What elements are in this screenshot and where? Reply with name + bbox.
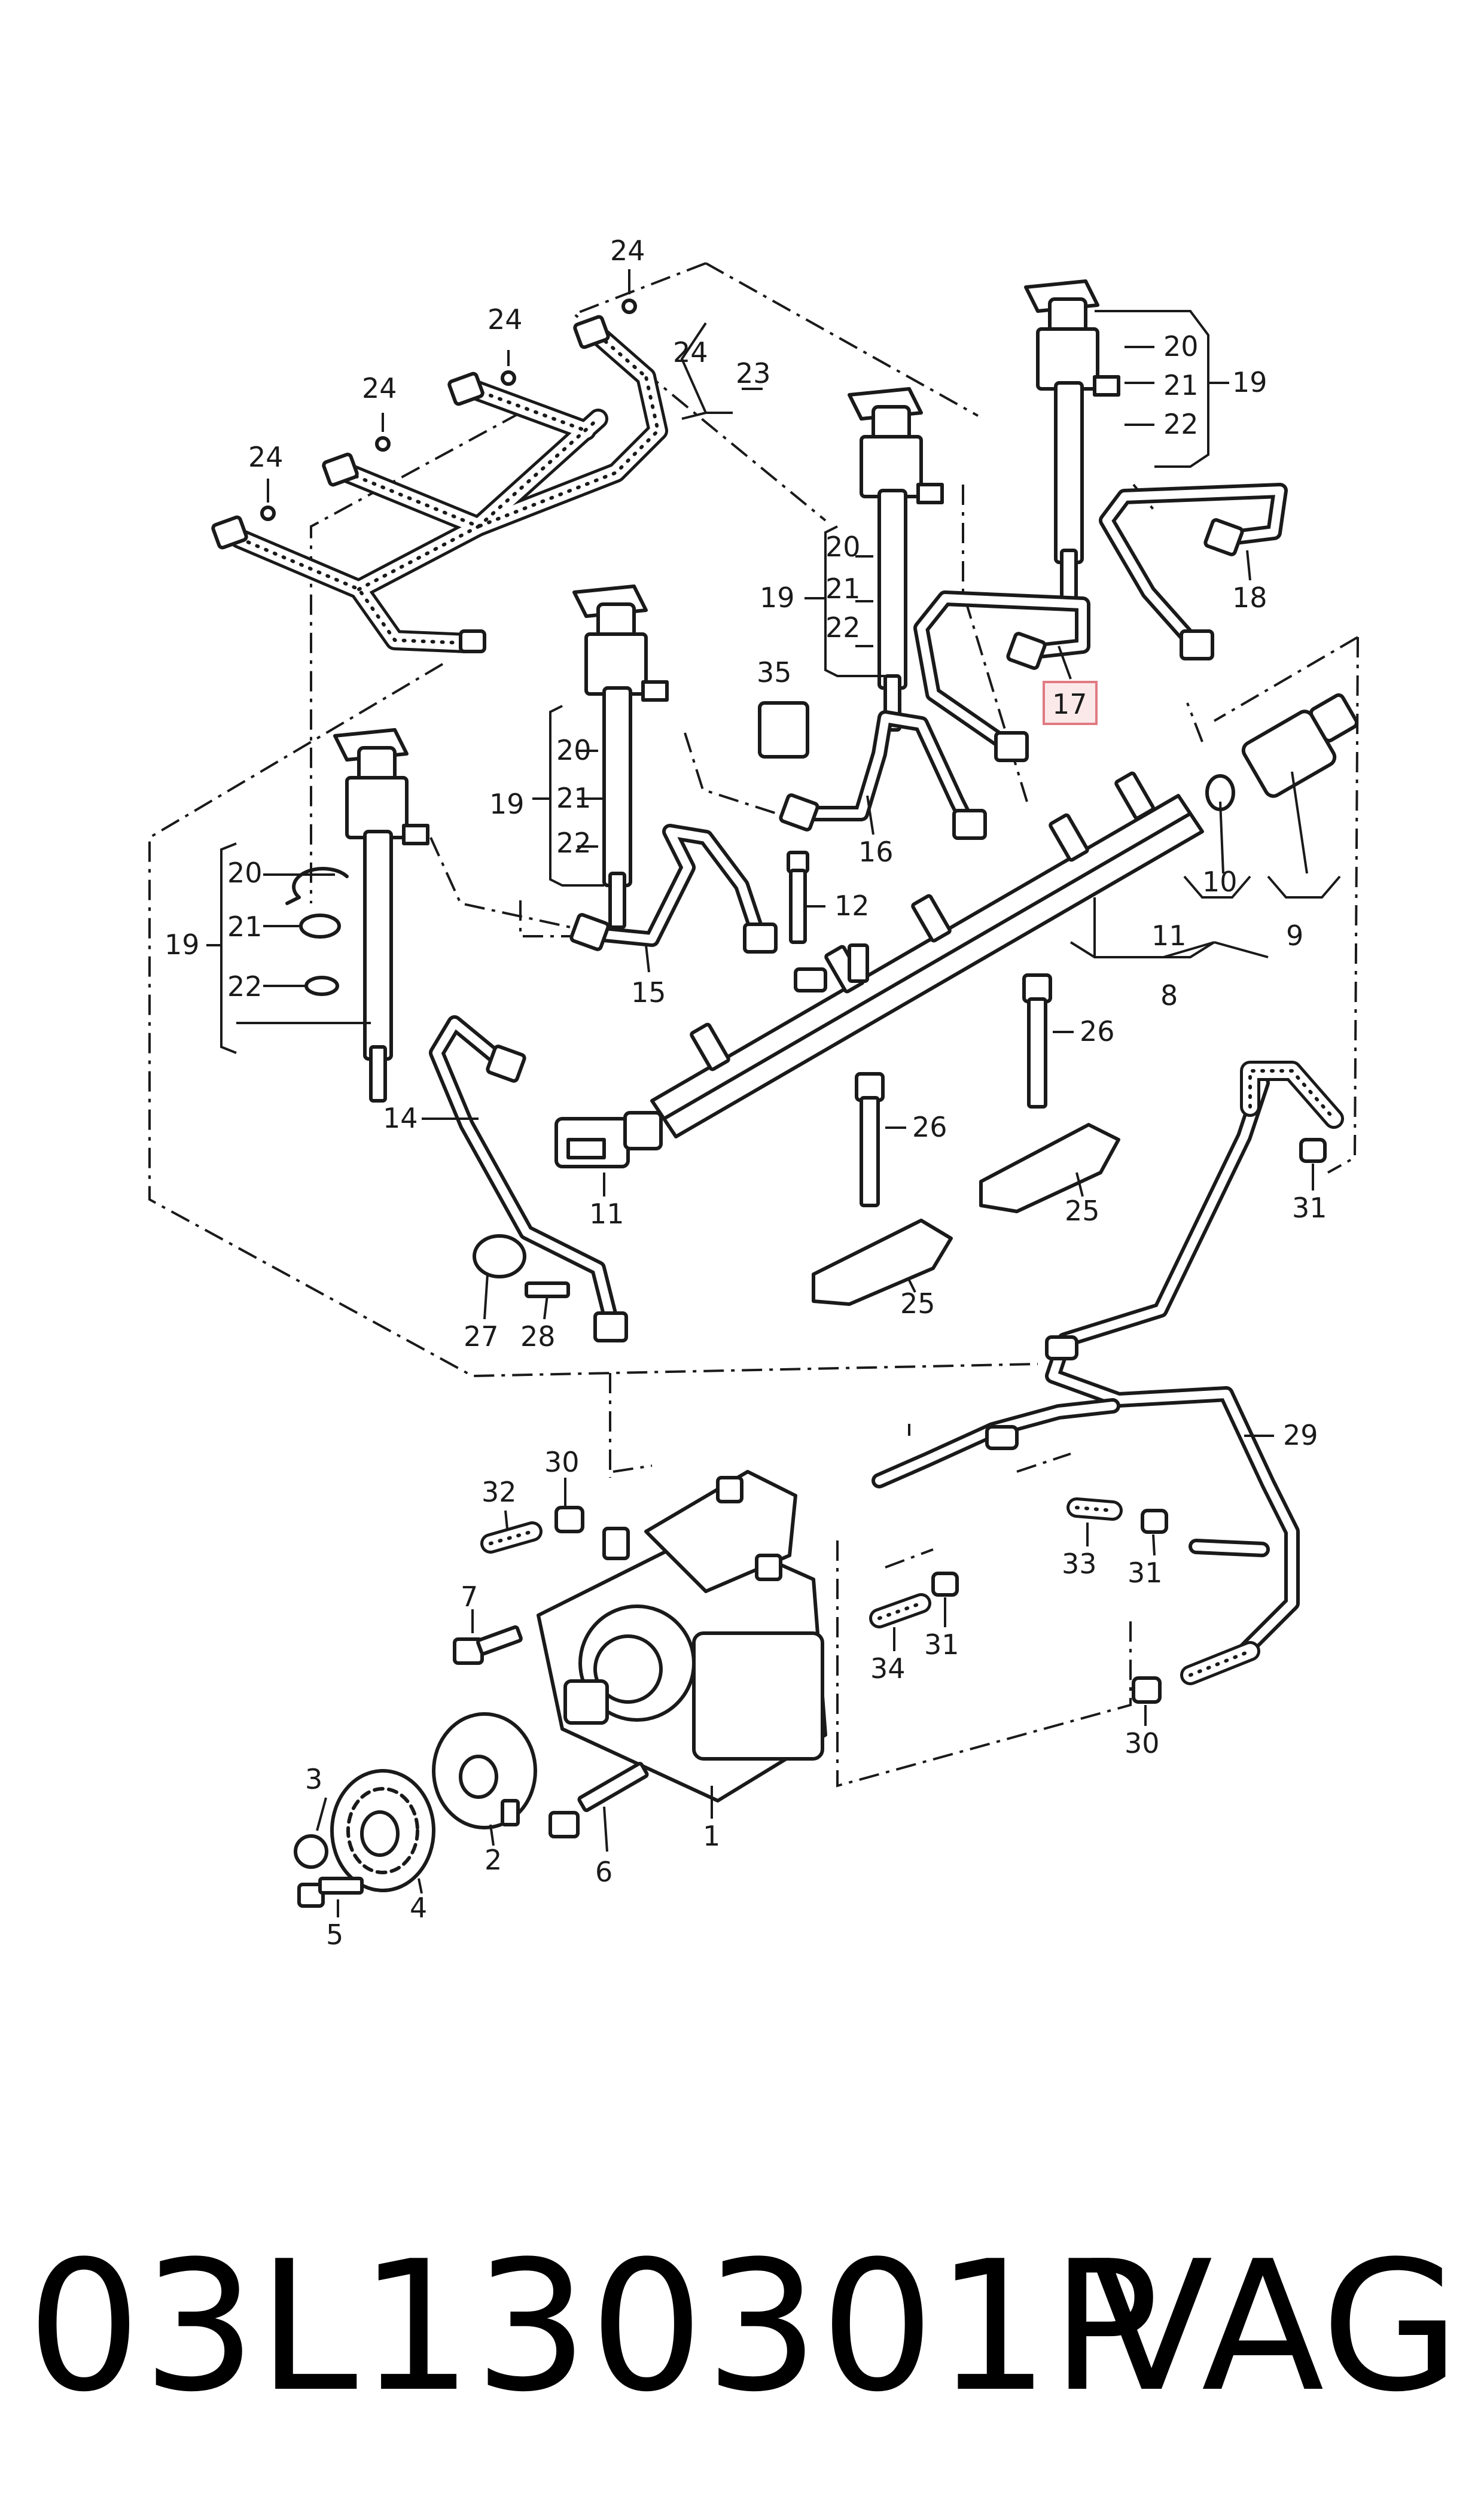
callout-26: 26 bbox=[1080, 1015, 1115, 1048]
callout-4: 4 bbox=[410, 1892, 427, 1924]
part-number: 03L130301P bbox=[27, 2222, 1160, 2431]
callout-25: 25 bbox=[900, 1287, 936, 1320]
callout-19: 19 bbox=[164, 928, 200, 961]
callout-30: 30 bbox=[544, 1446, 580, 1478]
callout-19: 19 bbox=[760, 581, 795, 614]
callout-22: 22 bbox=[1163, 408, 1199, 440]
callout-27: 27 bbox=[464, 1320, 499, 1353]
callout-30: 30 bbox=[1125, 1727, 1160, 1759]
callout-12: 12 bbox=[834, 890, 870, 922]
callout-18: 18 bbox=[1232, 581, 1267, 614]
callout-6: 6 bbox=[595, 1856, 613, 1888]
callout-17-highlight bbox=[1043, 681, 1098, 725]
callout-29: 29 bbox=[1283, 1419, 1318, 1451]
callout-5: 5 bbox=[326, 1919, 343, 1951]
callout-21: 21 bbox=[825, 573, 861, 605]
callout-19: 19 bbox=[489, 788, 525, 820]
callout-24: 24 bbox=[487, 303, 523, 336]
callout-24: 24 bbox=[610, 235, 645, 267]
callout-31: 31 bbox=[924, 1628, 959, 1661]
callout-21: 21 bbox=[227, 911, 263, 943]
callout-9: 9 bbox=[1286, 919, 1303, 952]
callout-1: 1 bbox=[703, 1820, 720, 1852]
callout-21: 21 bbox=[556, 782, 592, 814]
callout-35: 35 bbox=[757, 656, 792, 689]
callout-16: 16 bbox=[858, 836, 894, 868]
callout-20: 20 bbox=[1163, 330, 1199, 363]
callout-24: 24 bbox=[362, 372, 397, 404]
callout-33: 33 bbox=[1062, 1548, 1097, 1580]
leader-lines bbox=[206, 269, 1341, 1917]
callout-31: 31 bbox=[1292, 1192, 1327, 1224]
callout-28: 28 bbox=[520, 1320, 556, 1353]
injector-4 bbox=[1024, 279, 1120, 606]
injector-seals bbox=[285, 867, 349, 996]
callout-34: 34 bbox=[870, 1652, 906, 1685]
callout-2: 2 bbox=[484, 1844, 502, 1876]
callout-19: 19 bbox=[1232, 366, 1267, 398]
callout-20: 20 bbox=[227, 857, 263, 889]
callout-7: 7 bbox=[461, 1581, 478, 1613]
callout-25: 25 bbox=[1065, 1195, 1100, 1227]
injector-2 bbox=[572, 584, 669, 929]
callout-21: 21 bbox=[1163, 369, 1199, 401]
callout-22: 22 bbox=[556, 827, 592, 859]
callout-10: 10 bbox=[1202, 866, 1238, 898]
callout-24: 24 bbox=[248, 441, 284, 473]
callout-8: 8 bbox=[1160, 979, 1178, 1012]
footer: 03L130301P VAG bbox=[0, 2213, 1484, 2465]
brackets-and-bolts bbox=[812, 973, 1120, 1306]
brand-name: VAG bbox=[1090, 2222, 1460, 2431]
connector-35 bbox=[758, 701, 809, 759]
pump-drive-parts bbox=[294, 1625, 649, 1908]
callout-15: 15 bbox=[631, 976, 666, 1009]
callout-23: 23 bbox=[736, 357, 771, 389]
callout-17: 17 bbox=[1052, 688, 1087, 720]
callout-22: 22 bbox=[825, 611, 861, 644]
callout-20: 20 bbox=[556, 734, 592, 766]
callout-14: 14 bbox=[383, 1102, 418, 1134]
high-pressure-fuel-rail bbox=[554, 693, 1359, 1168]
fuel-return-hose bbox=[480, 1061, 1344, 1704]
callout-11: 11 bbox=[1151, 919, 1187, 952]
glow-plug-wiring-harness bbox=[211, 299, 668, 653]
bolt-12 bbox=[787, 851, 809, 944]
callout-11: 11 bbox=[589, 1198, 624, 1230]
callout-24: 24 bbox=[673, 336, 708, 369]
assembly-boundary-lines bbox=[148, 262, 1359, 1788]
callout-26: 26 bbox=[912, 1111, 947, 1143]
callout-22: 22 bbox=[227, 970, 263, 1003]
injector-1 bbox=[333, 728, 429, 1103]
clamp-and-bolt bbox=[473, 1234, 570, 1298]
injector-pipes bbox=[429, 483, 1288, 1342]
callout-labels: 24 24 24 24 24 23 20 21 22 19 20 21 22 1… bbox=[164, 235, 1327, 1951]
callout-3: 3 bbox=[305, 1763, 322, 1795]
callout-31: 31 bbox=[1128, 1557, 1163, 1589]
callout-32: 32 bbox=[482, 1476, 517, 1508]
high-pressure-pump bbox=[537, 1470, 827, 1803]
callout-20: 20 bbox=[825, 531, 861, 563]
